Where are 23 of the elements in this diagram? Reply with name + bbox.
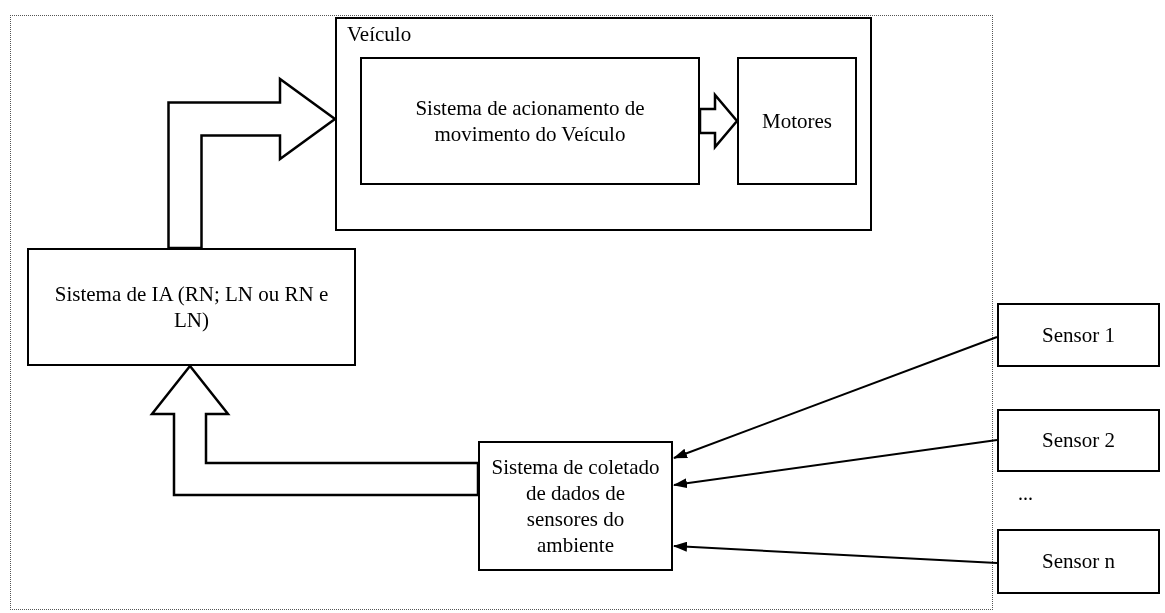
box-label: Motores: [762, 107, 832, 135]
box-label: Sistema de acionamento de movimento do Veículo: [414, 94, 646, 148]
process-box: [737, 57, 857, 185]
arrow: [673, 541, 998, 564]
arrow: [673, 439, 998, 489]
process-box: [997, 303, 1160, 367]
group-box: [335, 17, 872, 231]
ellipsis-label: ...: [1018, 482, 1033, 505]
box-label: Sistema de IA (RN; LN ou RN e LN): [53, 280, 330, 334]
process-box: [360, 57, 700, 185]
box-label: Sensor 2: [1042, 427, 1115, 454]
block-arrow: [698, 91, 739, 151]
box-label: Sistema de coletado de dados de sensores do ambiente: [490, 453, 661, 559]
block-arrow: [167, 76, 338, 250]
process-box: [478, 441, 673, 571]
group-title: Veículo: [347, 21, 412, 48]
box-label: Sensor n: [1042, 548, 1115, 575]
process-box: [997, 529, 1160, 594]
block-arrow: [149, 364, 480, 497]
box-label: Sensor 1: [1042, 321, 1115, 349]
process-box: [997, 409, 1160, 472]
process-box: [27, 248, 356, 366]
arrow: [673, 336, 998, 459]
